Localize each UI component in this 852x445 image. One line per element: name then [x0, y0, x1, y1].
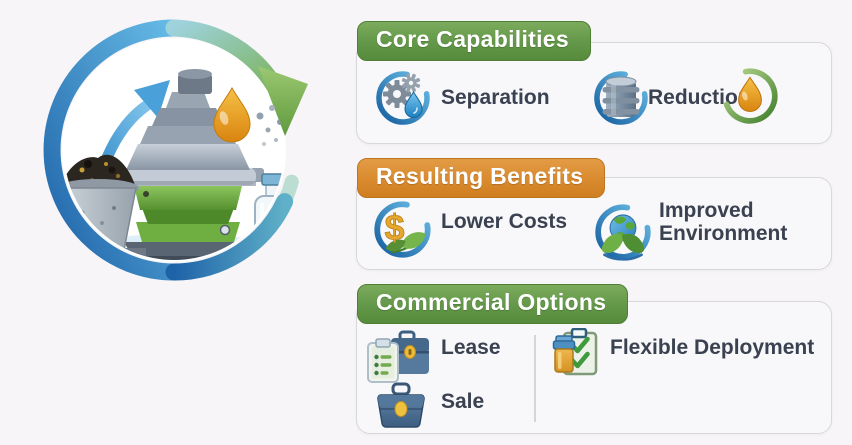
oil-drop-ring-icon [723, 68, 778, 124]
ring-arc-blue-left [43, 19, 183, 281]
header-commercial-options: Commercial Options [357, 284, 629, 324]
sale-label: Sale [441, 390, 485, 413]
header-resulting-benefits: Resulting Benefits [357, 158, 606, 198]
toolbox-icon [377, 382, 425, 428]
improved-environment-label: Improved Environment [659, 199, 788, 245]
svg-text:$: $ [385, 208, 405, 248]
panel-core-capabilities: Separation Reduction [356, 42, 832, 144]
flexible-deployment-label: Flexible Deployment [610, 336, 815, 359]
jar-checklist-icon [552, 328, 598, 376]
oil-droplet [213, 86, 251, 143]
separation-label: Separation [441, 86, 550, 109]
green-arrowhead [258, 66, 308, 136]
lower-costs-label: Lower Costs [441, 210, 568, 233]
options-divider [534, 335, 536, 422]
particles [256, 105, 283, 146]
dollar-leaf-icon: $ [374, 201, 431, 258]
gears-water-drop-icon [376, 71, 430, 125]
process-cycle-illustration [43, 19, 308, 281]
clipboard-briefcase-icon [367, 330, 429, 383]
globe-leaf-icon [595, 204, 651, 261]
header-core-capabilities: Core Capabilities [357, 21, 591, 61]
ring-arc-blue-bottom [165, 193, 294, 281]
barrel-icon [594, 71, 648, 125]
lease-label: Lease [441, 336, 501, 359]
